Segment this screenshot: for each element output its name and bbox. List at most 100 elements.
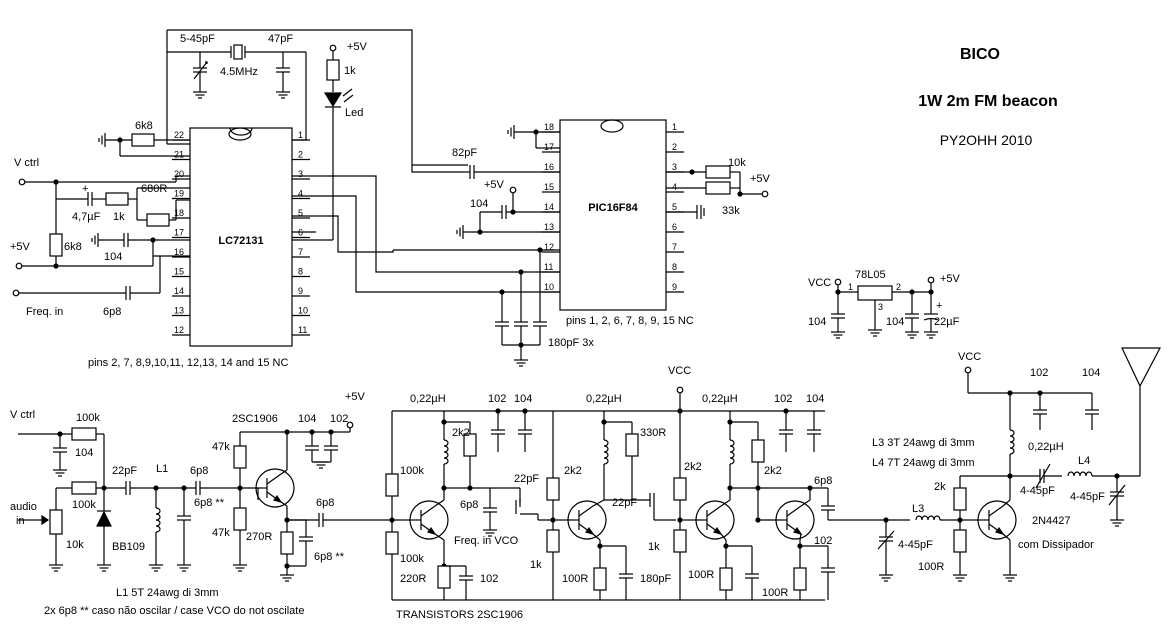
label-47k-b: 47k [212, 527, 230, 539]
label-104-b: 104 [75, 447, 93, 459]
ic-pin-number: 10 [298, 306, 308, 316]
ic-pin-number: 4 [672, 182, 677, 192]
label-6p8-left: 6p8 [103, 306, 121, 318]
ic-pin-number: 3 [672, 162, 677, 172]
label-l3-note: L3 3T 24awg di 3mm [872, 437, 975, 449]
label-100k-c: 100k [400, 465, 424, 477]
label-ind-d: 0,22µH [1028, 441, 1064, 453]
label-82p: 82pF [452, 147, 477, 159]
label-audio-1: audio [10, 501, 37, 513]
label-104-left: 104 [104, 251, 122, 263]
label-33k: 33k [722, 205, 740, 217]
ic-pin-number: 8 [298, 267, 303, 277]
ic-pin-number: 22 [174, 130, 184, 140]
label-220: 220R [400, 573, 426, 585]
label-78l05: 78L05 [855, 269, 886, 281]
ic-pin-number: 2 [672, 142, 677, 152]
label-100k-b: 100k [72, 499, 96, 511]
ic-pin-number: 8 [672, 262, 677, 272]
ic-pin-number: 12 [174, 325, 184, 335]
lc72131-label: LC72131 [218, 235, 263, 247]
label-445-a: 4-45pF [1020, 485, 1055, 497]
label-vctrl-bottom: V ctrl [10, 409, 35, 421]
label-680: 680R [141, 183, 167, 195]
ic-pin-number: 12 [544, 242, 554, 252]
label-crystal: 4.5MHz [220, 66, 258, 78]
label-5v-reg: +5V [940, 273, 961, 285]
label-102-e: 102 [1030, 367, 1048, 379]
audio-varactor-section [18, 427, 258, 572]
label-trim-top: 5-45pF [180, 33, 215, 45]
label-l3: L3 [912, 503, 924, 515]
label-104-reg-a: 104 [808, 316, 826, 328]
label-47k-a: 47k [212, 441, 230, 453]
label-ind-a: 0,22µH [410, 393, 446, 405]
lc72131-nc-note: pins 2, 7, 8,9,10,11, 12,13, 14 and 15 N… [88, 357, 288, 369]
label-6k8-left: 6k8 [64, 241, 82, 253]
label-104-pic: 104 [470, 198, 488, 210]
label-180p: 180pF 3x [548, 337, 594, 349]
label-l1: L1 [156, 463, 168, 475]
label-ind-c: 0,22µH [702, 393, 738, 405]
label-10k: 10k [728, 157, 746, 169]
label-heatsink: com Dissipador [1018, 539, 1094, 551]
label-5v-q1: +5V [345, 391, 366, 403]
ic-pin-number: 2 [298, 150, 303, 160]
ic-pin-number: 18 [544, 122, 554, 132]
label-104-a: 104 [514, 393, 532, 405]
label-6p8-e: 6p8 [460, 499, 478, 511]
pic16f84-ic: PIC16F84 [559, 119, 667, 311]
label-6p8-d: 6p8 ** [314, 551, 345, 563]
label-l1-note: L1 5T 24awg di 3mm [116, 587, 219, 599]
oscillator-q1 [232, 421, 392, 582]
label-led: Led [345, 107, 363, 119]
output-stage [877, 347, 1161, 582]
label-plus-reg: + [936, 300, 942, 312]
label-5v-led: +5V [347, 41, 368, 53]
reg-pin3: 3 [878, 302, 883, 312]
label-bb109: BB109 [112, 541, 145, 553]
label-102-d: 102 [814, 535, 832, 547]
amplifier-chain [385, 386, 910, 601]
ic-pin-number: 11 [544, 262, 553, 272]
reg-pin2: 2 [896, 282, 901, 292]
label-transistors: TRANSISTORS 2SC1906 [396, 609, 523, 621]
label-445-c: 4-45pF [898, 539, 933, 551]
label-freq-in: Freq. in [26, 306, 63, 318]
pic16f84-label: PIC16F84 [588, 202, 638, 214]
ic-pin-number: 1 [672, 122, 677, 132]
ic-pin-number: 5 [672, 202, 677, 212]
label-10k-b: 10k [66, 539, 84, 551]
ic-pin-number: 19 [174, 189, 184, 199]
label-c47: 47pF [268, 33, 293, 45]
ic-pin-number: 4 [298, 189, 303, 199]
title-author: PY2OHH 2010 [940, 132, 1033, 148]
ic-pin-number: 14 [544, 202, 554, 212]
label-22p-b: 22pF [514, 473, 539, 485]
ic-pin-number: 18 [174, 208, 184, 218]
label-vcc-right: VCC [958, 351, 981, 363]
label-2k2-b: 2k2 [564, 465, 582, 477]
pic16f84-nc-note: pins 1, 2, 6, 7, 8, 9, 15 NC [566, 315, 694, 327]
label-2n4427: 2N4427 [1032, 515, 1071, 527]
label-r-led: 1k [344, 65, 356, 77]
ic-pin-number: 21 [174, 150, 184, 160]
label-6p8-b: 6p8 ** [194, 497, 225, 509]
label-vcc-reg: VCC [808, 277, 831, 289]
label-100k-d: 100k [400, 553, 424, 565]
label-freq-vco: Freq. in VCO [454, 535, 519, 547]
ic-pin-number: 16 [174, 247, 184, 257]
label-plus: + [82, 183, 88, 195]
lc72131-ic: LC72131 [189, 127, 293, 347]
ic-pin-number: 7 [672, 242, 677, 252]
label-102-c: 102 [774, 393, 792, 405]
ic-pin-number: 11 [298, 325, 307, 335]
label-5v-right: +5V [750, 173, 771, 185]
label-180p-b: 180pF [640, 573, 671, 585]
ic-pin-number: 9 [672, 282, 677, 292]
title-line1: BICO [960, 46, 1000, 63]
label-1k-mid: 1k [113, 211, 125, 223]
ic-pin-number: 3 [298, 169, 303, 179]
component-labels: 5-45pF 47pF 4.5MHz +5V 1k Led 6k8 V ctrl… [10, 33, 1105, 621]
